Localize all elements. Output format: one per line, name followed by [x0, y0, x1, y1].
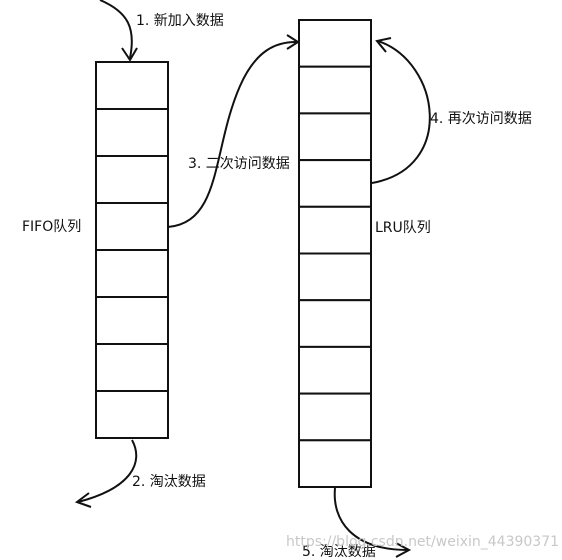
queue-cell	[298, 299, 372, 348]
queue-cell	[95, 249, 169, 298]
promote-arrowhead	[286, 34, 300, 50]
fifo-evict-arrowhead	[74, 492, 92, 508]
lru-evict-arrow	[333, 487, 409, 551]
watermark: https://blog.csdn.net/weixin_44390371	[286, 534, 560, 550]
queue-cell	[298, 65, 372, 115]
reaccess-arrow	[371, 40, 431, 184]
queue-cell	[298, 345, 372, 395]
step2-label: 2. 淘汰数据	[132, 474, 206, 490]
lru-evict-arrowhead	[395, 542, 412, 558]
lru-queue	[298, 19, 372, 488]
queue-cell	[95, 390, 169, 439]
fifo-evict-arrow	[77, 439, 138, 503]
queue-cell	[298, 112, 372, 162]
queue-cell	[298, 252, 372, 302]
new-data-arrow	[99, 0, 133, 59]
fifo-queue	[95, 61, 169, 439]
new-data-arrowhead	[121, 47, 138, 62]
step3-label: 3. 二次访问数据	[188, 156, 290, 172]
step5-label: 5. 淘汰数据	[302, 544, 376, 560]
queue-cell	[95, 155, 169, 204]
queue-cell	[298, 19, 372, 68]
step1-label: 1. 新加入数据	[136, 13, 224, 29]
queue-cell	[298, 439, 372, 488]
queue-cell	[95, 61, 169, 110]
promote-arrow	[167, 41, 297, 228]
fifo-queue-label: FIFO队列	[22, 219, 81, 235]
queue-cell	[95, 202, 169, 251]
step4-label: 4. 再次访问数据	[430, 111, 532, 127]
lru-queue-label: LRU队列	[375, 220, 431, 236]
queue-cell	[95, 343, 169, 392]
queue-cell	[95, 108, 169, 157]
queue-cell	[298, 159, 372, 208]
queue-cell	[95, 296, 169, 345]
queue-cell	[298, 205, 372, 255]
reaccess-arrowhead	[375, 37, 392, 53]
queue-cell	[298, 392, 372, 442]
